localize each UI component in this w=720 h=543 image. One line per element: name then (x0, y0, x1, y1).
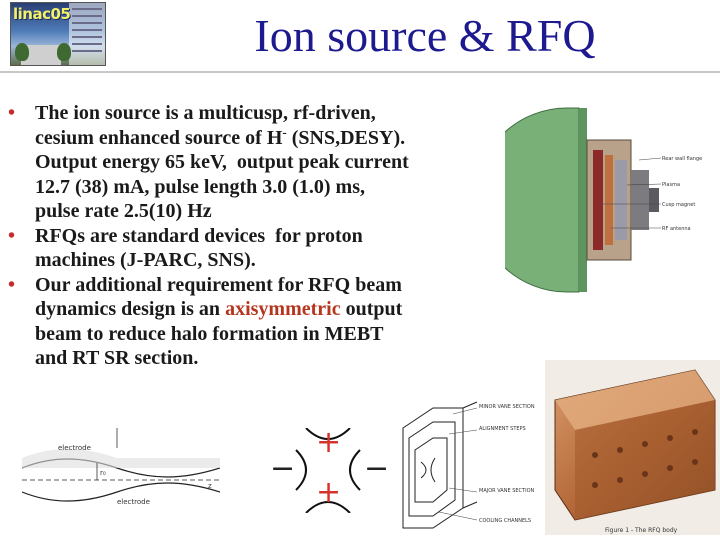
housing-rim (579, 108, 587, 292)
bullet-text: Our additional requirement for RFQ beam (35, 273, 402, 296)
bullet-marker: • (8, 102, 16, 124)
highlighted-term: axisymmetric (225, 298, 341, 320)
label-r0: r₀ (100, 469, 106, 477)
ion-source-cutaway-figure: Rear wall flange Plasma Cusp magnet RF a… (474, 100, 715, 300)
label-minor-vane: MINOR VANE SECTION (479, 404, 535, 410)
bullet-marker: • (8, 273, 16, 296)
electrode-modulation-figure: electrode r₀ electrode z (21, 428, 221, 513)
ion-source-drawing: Rear wall flange Plasma Cusp magnet RF a… (474, 107, 702, 293)
outlet (649, 188, 659, 212)
label-electrode-top: electrode (58, 444, 91, 452)
label-alignment-steps: ALIGNMENT STEPS (479, 426, 526, 432)
rfq-body-photo: Figure 1 - The RFQ body (545, 360, 720, 535)
bullet-text: The ion source is a multicusp, rf-driven… (35, 102, 376, 124)
rfq-body-drawing: Figure 1 - The RFQ body (545, 360, 720, 535)
bullet-text: RFQs are standard devices for proton (35, 224, 363, 247)
bullet-text: Output energy 65 keV, output peak curren… (35, 151, 409, 173)
slide-title: Ion source & RFQ (254, 10, 596, 61)
quadrupole-drawing (295, 428, 361, 513)
quadrupole-figure: + − − + (268, 425, 390, 513)
green-housing (474, 107, 580, 293)
rf-antenna (605, 155, 613, 245)
bullet-item: • The ion source is a multicusp, rf-drive… (8, 101, 498, 224)
extraction-flange (631, 170, 649, 230)
bullet-text: 12.7 (38) mA, pulse length 3.0 (1.0) ms, (35, 175, 365, 198)
label-major-vane: MAJOR VANE SECTION (479, 488, 535, 494)
bullet-text: - (282, 123, 287, 139)
quad-sign-left: − (270, 451, 296, 486)
label-electrode-bottom: electrode (117, 498, 150, 506)
label-rf-antenna: RF antenna (662, 226, 691, 232)
rfq-body-caption: Figure 1 - The RFQ body (605, 527, 678, 534)
label-z-axis: z (208, 482, 212, 490)
label-cusp-magnet: Cusp magnet (662, 202, 695, 208)
title-divider (0, 71, 720, 73)
logo-tree (57, 43, 71, 61)
bullet-text: output (340, 298, 403, 320)
bullet-item: • RFQs are standard devices for proton ma… (8, 224, 498, 273)
quad-sign-top: + (316, 425, 342, 460)
bullet-marker: • (8, 224, 16, 247)
conference-logo: linac05 (10, 2, 106, 66)
logo-tree (15, 43, 29, 61)
bullet-text: and RT SR section. (35, 347, 199, 369)
label-plasma: Plasma (662, 182, 680, 188)
logo-text-column (69, 3, 105, 65)
label-cooling-channels: COOLING CHANNELS (479, 518, 531, 524)
logo-title: linac05 (13, 5, 71, 23)
bullet-item: • Our additional requirement for RFQ beam… (8, 273, 498, 371)
bullet-text: beam to reduce halo formation in MEBT (35, 322, 384, 345)
quad-sign-bottom: + (316, 475, 342, 510)
bullet-text: cesium enhanced source of H (35, 126, 283, 149)
plasma-chamber (615, 160, 627, 240)
logo-building (21, 45, 61, 65)
rfq-vane-drawing-figure: MINOR VANE SECTION ALIGNMENT STEPS MAJOR… (393, 388, 543, 538)
bullet-text: pulse rate 2.5(10) Hz (35, 200, 212, 222)
cusp-magnets (593, 150, 603, 250)
electrode-drawing: electrode r₀ electrode z (21, 428, 221, 506)
bullet-text: (SNS,DESY). (286, 126, 406, 149)
vane-drawing: MINOR VANE SECTION ALIGNMENT STEPS MAJOR… (402, 401, 535, 529)
bullet-text: machines (J-PARC, SNS). (35, 249, 256, 271)
quad-sign-right: − (364, 451, 390, 486)
bullet-text: dynamics design is an (35, 298, 221, 320)
bullet-list: • The ion source is a multicusp, rf-drive… (8, 101, 498, 371)
label-rear-wall-flange: Rear wall flange (662, 156, 702, 162)
